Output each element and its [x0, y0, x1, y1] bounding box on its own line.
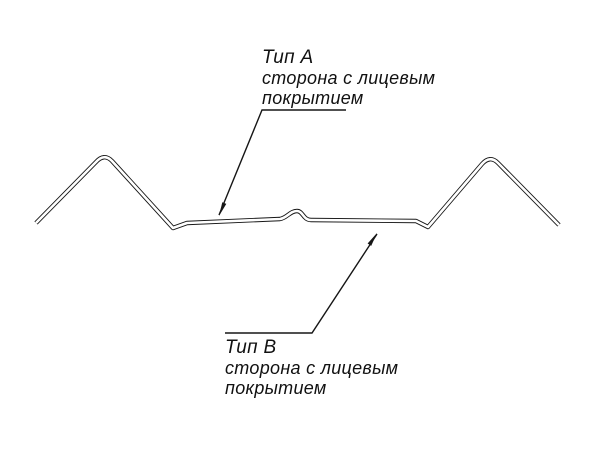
leader-b	[225, 233, 378, 334]
label-b-title: Тип В	[225, 337, 276, 358]
label-a: Тип А сторона с лицевым покрытием	[262, 47, 435, 108]
leader-b-arrowhead-icon	[367, 233, 377, 246]
leader-a-arrowhead-icon	[219, 202, 227, 216]
sheet-profile-core	[35, 155, 560, 230]
label-b-line1: сторона с лицевым	[225, 358, 398, 378]
sheet-profile	[34, 155, 561, 231]
leader-a-line	[218, 109, 346, 216]
label-b-line2: покрытием	[225, 378, 327, 398]
leader-a	[218, 109, 346, 216]
label-a-line1: сторона с лицевым	[262, 68, 435, 88]
leader-b-line	[225, 233, 378, 334]
label-b: Тип В сторона с лицевым покрытием	[225, 337, 398, 398]
label-a-line2: покрытием	[262, 88, 364, 108]
label-a-title: Тип А	[262, 47, 313, 68]
sheet-profile-outline	[34, 155, 561, 231]
